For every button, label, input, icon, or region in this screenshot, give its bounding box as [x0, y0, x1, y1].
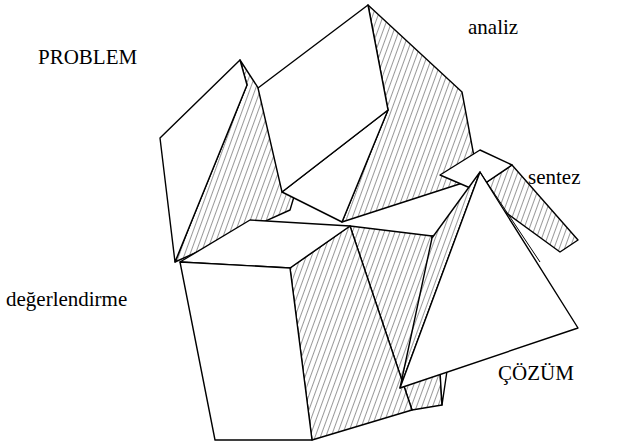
label-wrap: ÇÖZÜM: [498, 362, 574, 385]
stage-label: değerlendirme: [6, 288, 127, 311]
stage-label: PROBLEM: [38, 46, 137, 69]
label-wrap: PROBLEM: [38, 46, 137, 69]
label-wrap: analiz: [468, 16, 518, 39]
stage-label: ÇÖZÜM: [498, 362, 574, 385]
label-wrap: değerlendirme: [6, 288, 127, 311]
block-face: [180, 220, 350, 268]
stage-label: analiz: [468, 16, 518, 39]
block-face: [400, 172, 578, 388]
block-face: [258, 5, 388, 192]
label-wrap: sentez: [528, 166, 580, 189]
stage-label: sentez: [528, 166, 580, 189]
block-face: [180, 262, 312, 440]
